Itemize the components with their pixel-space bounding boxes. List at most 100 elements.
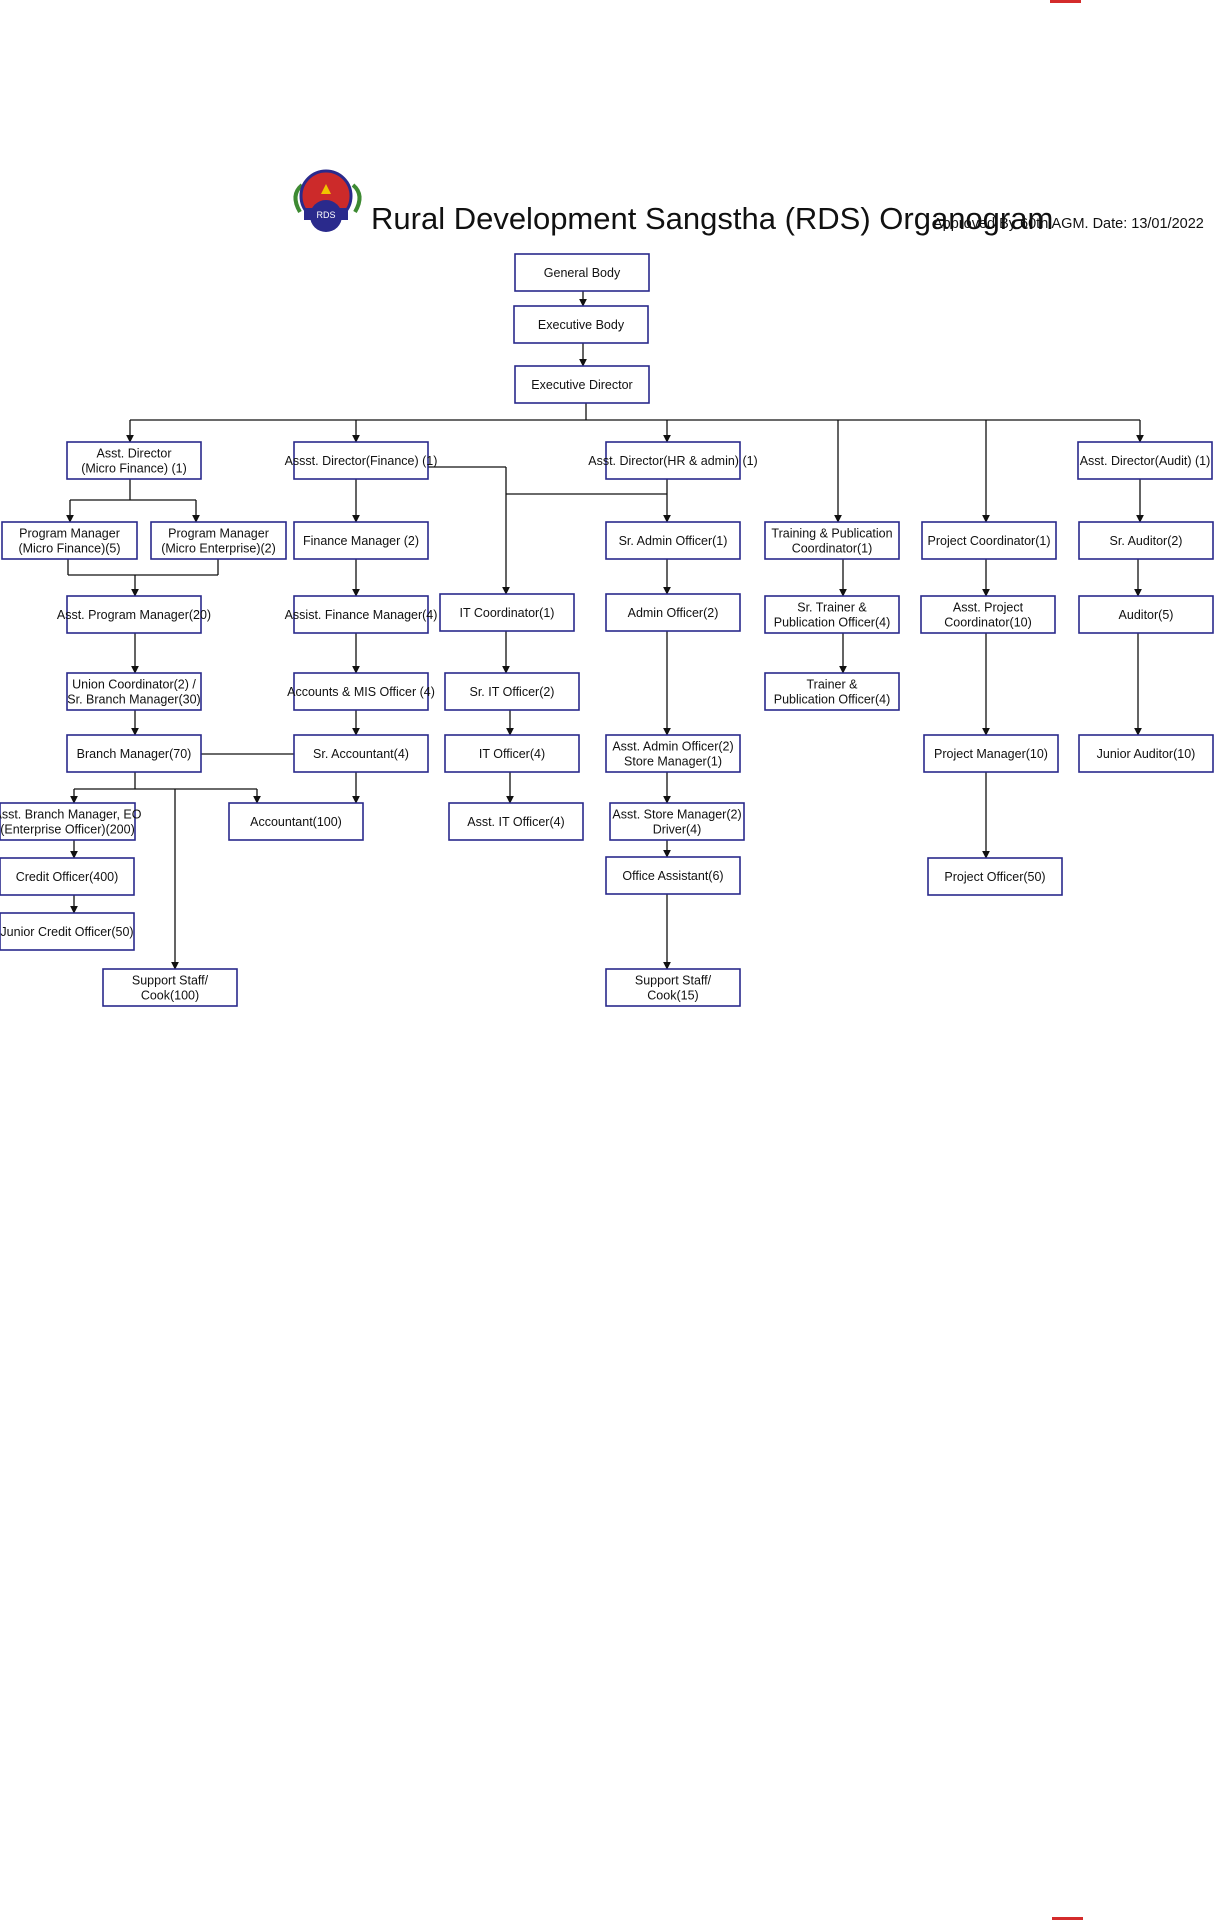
node-box [764,672,900,711]
org-node-executive-director: Executive Director [514,365,650,404]
node-box [921,521,1057,560]
node-label: Sr. IT Officer(2) [470,685,555,699]
logo-text: RDS [316,210,335,220]
node-box [1077,441,1213,480]
node-box [605,734,741,773]
org-node-branch-manager: Branch Manager(70) [66,734,202,773]
node-label: Asst. Project [953,601,1024,615]
org-node-project-coordinator: Project Coordinator(1) [921,521,1057,560]
org-node-asst-director-audit: Asst. Director(Audit) (1) [1077,441,1213,480]
org-node-admin-officer: Admin Officer(2) [605,593,741,632]
node-box [513,305,649,344]
node-label: Support Staff/ [635,974,712,988]
node-label: IT Coordinator(1) [460,606,555,620]
node-label: Executive Director [531,378,632,392]
node-box [66,595,202,634]
node-box [293,595,429,634]
node-label: Trainer & [807,678,859,692]
node-box [605,521,741,560]
org-node-auditor: Auditor(5) [1078,595,1214,634]
node-label: Junior Auditor(10) [1097,747,1196,761]
node-label: Accounts & MIS Officer (4) [287,685,435,699]
node-label: Support Staff/ [132,974,209,988]
node-label: Project Officer(50) [944,870,1045,884]
node-box [444,734,580,773]
node-box [439,593,575,632]
org-node-asst-director-hr-admin: Asst. Director(HR & admin) (1) [588,441,758,480]
node-box [605,856,741,895]
node-label: Executive Body [538,318,625,332]
node-box [66,441,202,480]
node-label: General Body [544,266,621,280]
corner-mark-top [1050,0,1081,3]
node-label: Branch Manager(70) [77,747,192,761]
node-label: Asst. Director [96,447,171,461]
org-node-asst-program-manager: Asst. Program Manager(20) [57,595,211,634]
org-node-it-coordinator: IT Coordinator(1) [439,593,575,632]
node-label: Coordinator(10) [944,616,1032,630]
org-node-general-body: General Body [514,253,650,292]
node-label: Publication Officer(4) [774,693,891,707]
chart-title: Rural Development Sangstha (RDS) Organog… [371,201,1053,236]
node-label: Asst. Branch Manager, EO [0,808,142,822]
approval-note: Approved By 60th AGM. Date: 13/01/2022 [933,216,1204,232]
node-label: Publication Officer(4) [774,616,891,630]
node-box [102,968,238,1007]
node-label: Asst. Program Manager(20) [57,608,211,622]
node-label: Credit Officer(400) [16,870,119,884]
corner-mark-bottom [1052,1917,1083,1920]
node-box [293,734,429,773]
org-node-office-assistant: Office Assistant(6) [605,856,741,895]
node-box [293,521,429,560]
node-box [1078,521,1214,560]
org-node-sr-accountant: Sr. Accountant(4) [293,734,429,773]
node-label: Admin Officer(2) [628,606,719,620]
node-label: Sr. Auditor(2) [1110,534,1183,548]
node-label: Coordinator(1) [792,542,873,556]
node-label: Sr. Trainer & [797,601,867,615]
org-node-project-officer: Project Officer(50) [927,857,1063,896]
node-box [448,802,584,841]
node-box [0,912,135,951]
org-node-asst-director-finance: Assst. Director(Finance) (1) [285,441,437,480]
org-node-assist-finance-manager: Assist. Finance Manager(4) [285,595,438,634]
node-label: Project Coordinator(1) [928,534,1051,548]
node-box [66,734,202,773]
node-box [920,595,1056,634]
org-node-finance-manager: Finance Manager (2) [293,521,429,560]
org-node-junior-auditor: Junior Auditor(10) [1078,734,1214,773]
org-node-accounts-mis-officer: Accounts & MIS Officer (4) [287,672,435,711]
org-node-executive-body: Executive Body [513,305,649,344]
node-label: Cook(100) [141,989,199,1003]
node-label: Asst. IT Officer(4) [467,815,564,829]
node-label: Sr. Admin Officer(1) [619,534,728,548]
node-label: (Micro Enterprise)(2) [161,542,276,556]
node-label: Training & Publication [771,527,892,541]
org-node-trainer-publication-officer: Trainer &Publication Officer(4) [764,672,900,711]
node-box [0,802,136,841]
node-box [514,253,650,292]
org-node-it-officer: IT Officer(4) [444,734,580,773]
org-node-support-staff-cook-100: Support Staff/Cook(100) [102,968,238,1007]
org-node-support-staff-cook-15: Support Staff/Cook(15) [605,968,741,1007]
org-node-accountant: Accountant(100) [228,802,364,841]
node-label: Project Manager(10) [934,747,1048,761]
node-box [66,672,202,711]
node-label: Asst. Director(HR & admin) (1) [588,454,757,468]
node-label: (Micro Finance)(5) [18,542,120,556]
node-label: Driver(4) [653,823,702,837]
connector-lines [66,291,1144,970]
node-box [1078,595,1214,634]
node-label: Auditor(5) [1119,608,1174,622]
node-box [228,802,364,841]
node-label: Accountant(100) [250,815,342,829]
node-label: Assist. Finance Manager(4) [285,608,438,622]
node-label: Office Assistant(6) [622,869,723,883]
node-box [293,672,429,711]
org-node-sr-auditor: Sr. Auditor(2) [1078,521,1214,560]
node-label: Junior Credit Officer(50) [0,925,133,939]
org-node-union-coordinator: Union Coordinator(2) /Sr. Branch Manager… [66,672,202,711]
node-label: (Enterprise Officer)(200) [0,823,135,837]
